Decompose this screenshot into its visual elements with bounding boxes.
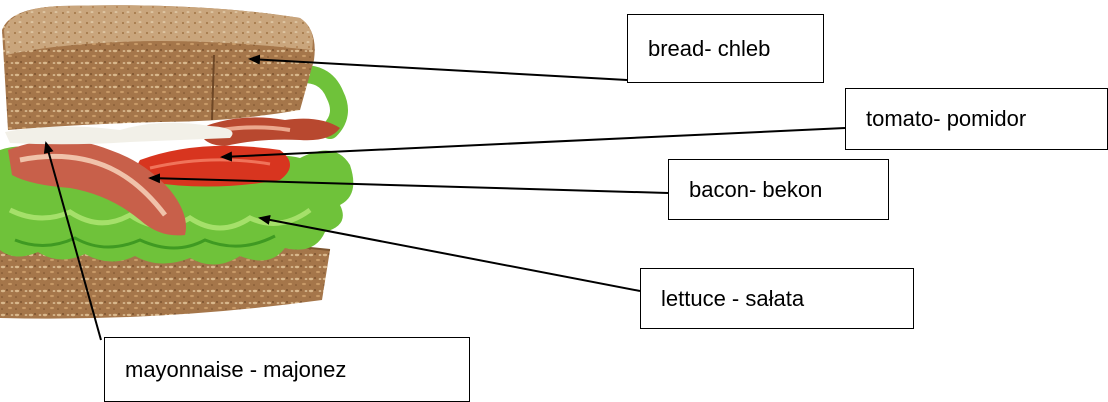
label-mayonnaise: mayonnaise - majonez [104,337,470,402]
label-bacon-text: bacon- bekon [689,176,823,202]
mayonnaise-shape [5,122,233,145]
label-tomato-text: tomato- pomidor [866,106,1027,131]
label-bread: bread- chleb [627,14,824,83]
sandwich-photo [0,0,420,320]
label-mayonnaise-text: mayonnaise - majonez [125,356,347,382]
label-bread-text: bread- chleb [648,35,771,61]
label-lettuce-text: lettuce - sałata [661,285,805,311]
label-bacon: bacon- bekon [668,159,889,220]
top-bread-surface [4,5,313,55]
label-lettuce: lettuce - sałata [640,268,914,329]
label-tomato: tomato- pomidor [845,88,1108,150]
